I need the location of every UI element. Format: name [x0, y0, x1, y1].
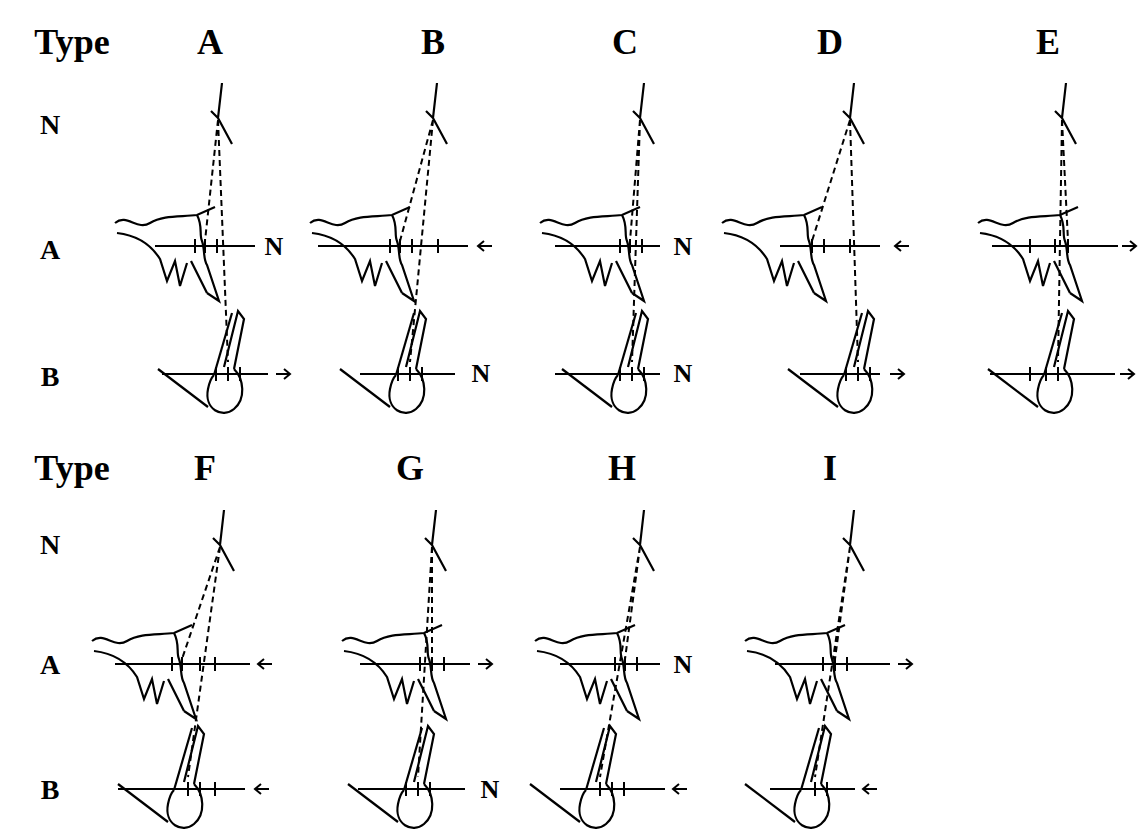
- line-end-label: N: [481, 777, 500, 803]
- type-letter: I: [823, 450, 837, 486]
- row-label: B: [41, 776, 60, 804]
- line-end-label: N: [472, 361, 491, 387]
- line-end-label: N: [674, 361, 693, 387]
- type-letter: G: [396, 450, 424, 486]
- row-label: B: [41, 363, 60, 391]
- type-letter: B: [421, 24, 445, 60]
- row-label: A: [40, 651, 60, 679]
- type-letter: A: [197, 24, 223, 60]
- line-end-label: N: [674, 234, 693, 260]
- type-letter: H: [608, 450, 636, 486]
- type-letter: C: [612, 24, 638, 60]
- row-label: N: [40, 111, 60, 139]
- line-end-label: N: [674, 652, 693, 678]
- header-label: Type: [34, 24, 109, 60]
- type-letter: F: [194, 450, 216, 486]
- row-label: N: [40, 531, 60, 559]
- line-end-label: N: [265, 234, 284, 260]
- row-label: A: [40, 236, 60, 264]
- type-letter: E: [1036, 24, 1060, 60]
- type-letter: D: [817, 24, 843, 60]
- header-label: Type: [34, 450, 109, 486]
